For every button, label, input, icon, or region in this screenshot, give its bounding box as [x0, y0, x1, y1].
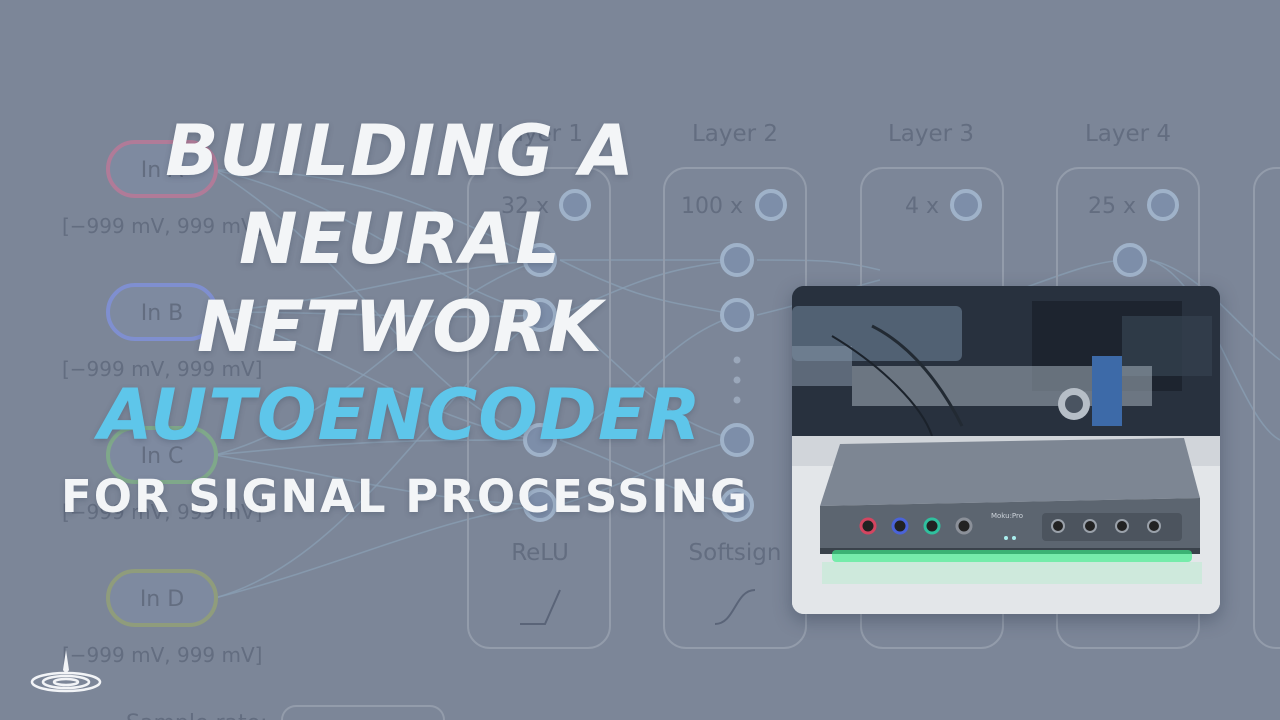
svg-text:Softsign: Softsign: [689, 540, 782, 566]
layer-4-column: Layer 4 25 x: [1056, 121, 1200, 649]
layer-1-column: Layer 1 32 x ReLU: [467, 121, 611, 649]
svg-text:In A: In A: [141, 158, 183, 183]
svg-text:100 x: 100 x: [681, 194, 743, 219]
product-photo: Moku:Pro: [792, 286, 1220, 614]
svg-text:In B: In B: [141, 301, 184, 326]
sample-rate-row: Sample rate:: [126, 705, 445, 720]
svg-text:In D: In D: [140, 587, 184, 612]
svg-text:Layer 2: Layer 2: [692, 121, 778, 147]
svg-text:[−999 mV, 999 mV]: [−999 mV, 999 mV]: [62, 500, 262, 524]
headline-line-4: AUTOENCODER: [98, 374, 702, 456]
headline-line-2: NEURAL: [239, 198, 561, 280]
svg-text:Layer 1: Layer 1: [497, 121, 583, 147]
svg-text:Sample rate:: Sample rate:: [126, 711, 268, 720]
svg-text:ReLU: ReLU: [511, 540, 569, 566]
headline-line-5: FOR SIGNAL PROCESSING: [60, 470, 750, 523]
svg-text:Layer 4: Layer 4: [1085, 121, 1171, 147]
input-in-a: In A [−999 mV, 999 mV]: [62, 140, 262, 238]
device-label: Moku:Pro: [991, 512, 1023, 520]
input-in-b: In B [−999 mV, 999 mV]: [62, 283, 262, 381]
input-in-c: In C [−999 mV, 999 mV]: [62, 426, 262, 524]
svg-text:32 x: 32 x: [501, 194, 549, 219]
svg-text:[−999 mV, 999 mV]: [−999 mV, 999 mV]: [62, 214, 262, 238]
headline-line-1: BUILDING A: [165, 110, 635, 192]
device-body: Moku:Pro: [820, 438, 1202, 584]
svg-text:In C: In C: [141, 444, 184, 469]
liquid-drop-logo-icon: [30, 650, 102, 693]
svg-text:Layer 3: Layer 3: [888, 121, 974, 147]
svg-text:[−999 mV, 999 mV]: [−999 mV, 999 mV]: [62, 357, 262, 381]
svg-text:25 x: 25 x: [1088, 194, 1136, 219]
svg-text:4 x: 4 x: [905, 194, 939, 219]
headline-line-3: NETWORK: [196, 286, 603, 368]
network-wires: [214, 169, 1280, 599]
input-in-d: In D [−999 mV, 999 mV]: [62, 569, 262, 667]
layer-5-column-partial: [1253, 167, 1280, 649]
svg-text:[−999 mV, 999 mV]: [−999 mV, 999 mV]: [62, 643, 262, 667]
